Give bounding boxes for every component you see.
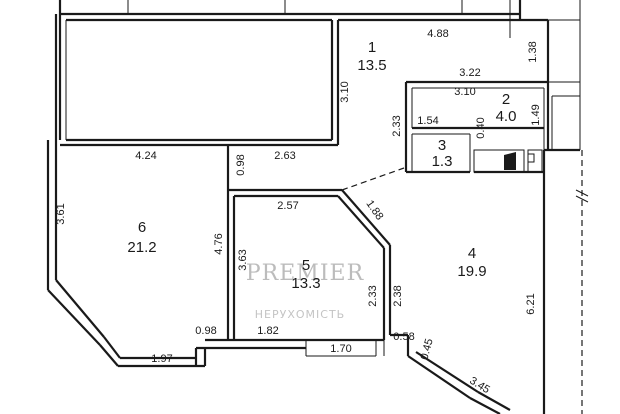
dimension-label: 2.63 [274, 150, 295, 162]
dimension-label: 0.45 [419, 337, 436, 361]
room-number-1: 1 [368, 39, 376, 56]
dimension-label: 2.33 [391, 115, 403, 136]
dimension-label: 1.38 [527, 41, 539, 62]
dimension-label: 1.54 [417, 115, 438, 127]
dimension-label: 3.22 [459, 67, 480, 79]
dimension-label: 0.40 [475, 117, 487, 138]
dimension-label: 4.24 [135, 150, 156, 162]
room-area-4: 19.9 [457, 263, 486, 280]
dimension-label: 1.49 [530, 104, 542, 125]
dimension-label: 2.57 [277, 200, 298, 212]
room-number-6: 6 [138, 219, 146, 236]
room-labels: 1 13.5 2 4.0 3 1.3 4 19.9 5 13.3 6 21.2 [127, 39, 516, 292]
dimension-label: 0.98 [195, 325, 216, 337]
room-area-3: 1.3 [432, 153, 453, 170]
dimension-label: 0.58 [393, 331, 414, 343]
dimension-label: 4.76 [213, 233, 225, 254]
room-area-2: 4.0 [496, 108, 517, 125]
dimension-label: 2.38 [392, 285, 404, 306]
dimension-label: 3.61 [55, 203, 67, 224]
dimension-label: 1.97 [151, 353, 172, 365]
dimension-label: 2.33 [367, 285, 379, 306]
dimension-label: 6.21 [525, 293, 537, 314]
watermark-subtitle: НЕРУХОМІСТЬ [255, 308, 345, 321]
dimension-label: 3.10 [339, 81, 351, 102]
wall-lines [46, 0, 589, 414]
watermark-brand: PREMIER [246, 261, 365, 286]
room-number-2: 2 [502, 91, 510, 108]
dimension-label: 1.70 [330, 343, 351, 355]
dimension-label: 0.98 [235, 154, 247, 175]
room-area-1: 13.5 [357, 57, 386, 74]
dimension-label: 4.88 [427, 28, 448, 40]
dimension-labels: 4.88 1.38 3.22 3.10 3.10 1.49 0.40 1.54 … [55, 28, 542, 396]
room-number-4: 4 [468, 245, 476, 262]
room-area-6: 21.2 [127, 239, 156, 256]
dimension-label: 3.63 [237, 249, 249, 270]
dimension-label: 1.82 [257, 325, 278, 337]
room-area-5: 13.3 [291, 275, 320, 292]
dimension-label: 3.10 [454, 86, 475, 98]
room-number-5: 5 [302, 257, 310, 274]
room-number-3: 3 [438, 137, 446, 154]
